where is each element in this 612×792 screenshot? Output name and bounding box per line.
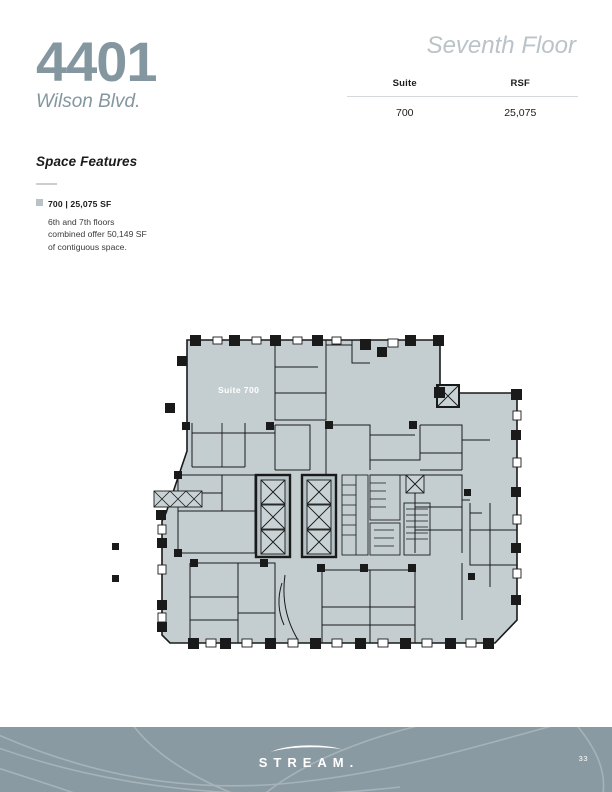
window-mullions (157, 336, 522, 648)
building-street-subtitle: Wilson Blvd. (36, 91, 141, 112)
page-number: 33 (578, 754, 588, 763)
cell-suite: 700 (395, 107, 414, 119)
page-title: 4401 (36, 30, 158, 93)
floorplan-drawing (112, 335, 522, 649)
slab-outline (161, 339, 518, 644)
floorplan: Suite 700 (70, 325, 550, 675)
cell-rsf: 25,075 (504, 107, 537, 119)
section-divider (36, 183, 57, 185)
table-header-rsf: RSF (462, 78, 578, 97)
suite-table: Suite RSF 700 25,075 (347, 78, 578, 119)
interior-partitions (177, 340, 517, 643)
restroom-core (341, 474, 401, 556)
feature-title: 700 | 25,075 SF (48, 199, 112, 209)
feature-description: 6th and 7th floors combined offer 50,149… (48, 217, 147, 252)
floor-title: Seventh Floor (426, 32, 576, 59)
elevator-core (254, 473, 338, 559)
stairwell (153, 384, 460, 556)
perimeter-columns (112, 335, 522, 649)
list-item: 700 | 25,075 SF 6th and 7th floors combi… (36, 194, 236, 253)
footer-decorative-arcs (0, 727, 605, 792)
table-row: 700 25,075 (347, 97, 578, 119)
footer: STREAM. 33 (0, 727, 612, 792)
bullet-square-icon (36, 199, 43, 206)
space-features-heading: Space Features (36, 154, 138, 169)
table-header-suite: Suite (347, 78, 463, 97)
